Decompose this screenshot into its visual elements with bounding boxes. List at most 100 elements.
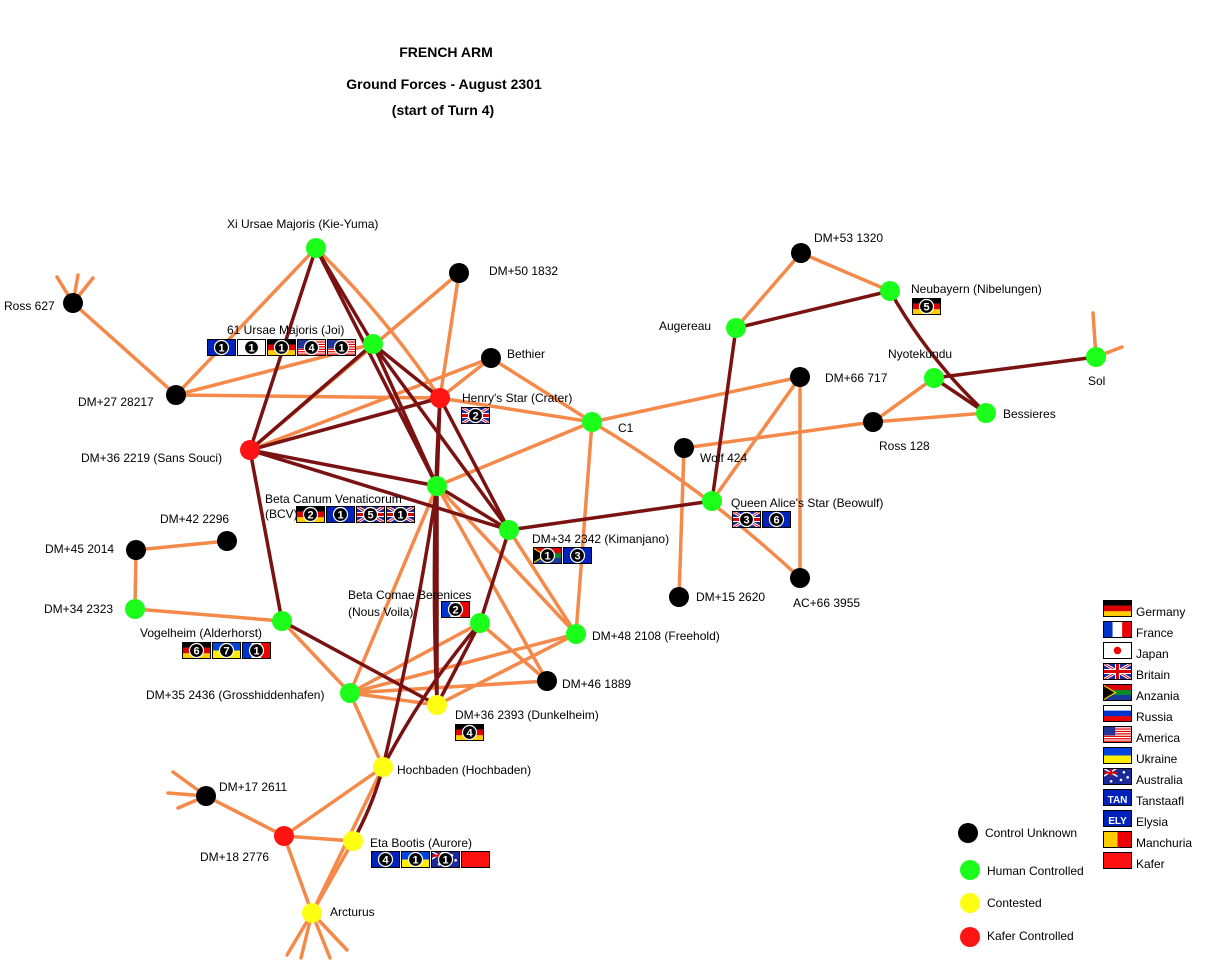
unit-counter[interactable]: 1 — [532, 547, 562, 564]
jump-route-dm34_2323-vogel — [133, 607, 284, 623]
system-node-aug[interactable] — [726, 318, 746, 338]
status-legend-row-kafer: Kafer Controlled — [960, 927, 1074, 947]
system-node-dm36_2219[interactable] — [240, 440, 260, 460]
legend-flag-elysia: ELY — [1103, 810, 1132, 827]
system-node-dm35[interactable] — [340, 683, 360, 703]
jump-route-ross128-bess — [871, 411, 988, 424]
system-node-vogel[interactable] — [272, 611, 292, 631]
legend-flag-kafer — [1103, 852, 1132, 869]
system-node-nyot[interactable] — [924, 368, 944, 388]
system-node-dm66[interactable] — [790, 367, 810, 387]
system-node-dm53[interactable] — [791, 243, 811, 263]
system-node-dm27[interactable] — [166, 385, 186, 405]
system-node-eta[interactable] — [343, 831, 363, 851]
unit-counter[interactable] — [461, 851, 490, 868]
unit-counter[interactable]: 1 — [430, 850, 460, 868]
system-node-dm34_2323[interactable] — [125, 599, 145, 619]
system-node-bess[interactable] — [976, 403, 996, 423]
unit-counter[interactable]: 5 — [355, 504, 386, 525]
unit-counter[interactable]: 1 — [267, 339, 296, 356]
unit-counter[interactable]: 1 — [242, 642, 271, 659]
legend-row-kafer: Kafer — [1103, 852, 1165, 871]
system-label-nyot: Nyotekundu — [888, 347, 952, 361]
unit-counter[interactable]: 1 — [207, 339, 236, 356]
system-node-dm50[interactable] — [449, 263, 469, 283]
jump-route-wolf-dm15 — [677, 446, 686, 599]
system-node-dm34_2342[interactable] — [499, 520, 519, 540]
unit-counter[interactable]: 3 — [563, 547, 592, 564]
system-label-arct: Arcturus — [330, 905, 375, 919]
unit-counter[interactable]: 1 — [237, 339, 266, 356]
system-node-bcv[interactable] — [427, 476, 447, 496]
system-node-c1[interactable] — [582, 412, 602, 432]
unit-counter[interactable]: 1 — [401, 851, 430, 868]
status-legend-row-unknown: Control Unknown — [958, 823, 1077, 843]
system-labels: Xi Ursae Majoris (Kie-Yuma)DM+50 1832Ros… — [4, 217, 1105, 919]
system-sublabel-bcv: (BCV) — [265, 507, 298, 521]
legend-flag-germany — [1103, 600, 1132, 617]
unit-counter[interactable]: 2 — [460, 405, 491, 426]
unit-counter[interactable]: 4 — [455, 724, 484, 741]
system-node-xi[interactable] — [306, 238, 326, 258]
unit-counter[interactable]: 5 — [912, 298, 941, 315]
unit-counter[interactable]: 6 — [182, 642, 211, 659]
legend-flag-britain — [1102, 661, 1133, 682]
system-node-dm17[interactable] — [196, 786, 216, 806]
legend-flag-anzania — [1102, 684, 1132, 701]
status-swatch-kafer — [960, 927, 980, 947]
system-label-ross128: Ross 128 — [879, 439, 930, 453]
unit-count: 1 — [442, 855, 448, 867]
legend-flag-france — [1103, 621, 1132, 638]
unit-counter[interactable]: 4 — [297, 339, 326, 356]
legend-flag-ukraine — [1103, 747, 1132, 764]
jump-route-dm50-henry — [438, 271, 461, 400]
system-node-neub[interactable] — [880, 281, 900, 301]
system-node-dm45[interactable] — [126, 540, 146, 560]
system-node-wolf[interactable] — [674, 438, 694, 458]
system-label-dm15: DM+15 2620 — [696, 590, 765, 604]
system-node-dm42[interactable] — [217, 531, 237, 551]
system-node-dm18[interactable] — [274, 826, 294, 846]
legend-row-russia: Russia — [1103, 705, 1173, 724]
system-node-arct[interactable] — [302, 903, 322, 923]
unit-count: 1 — [218, 343, 224, 355]
system-node-ac66[interactable] — [790, 568, 810, 588]
legend-flag-russia — [1103, 705, 1132, 722]
unit-count: 4 — [466, 728, 473, 740]
unit-counter[interactable]: 4 — [371, 851, 400, 868]
unit-counter[interactable]: 2 — [441, 601, 470, 618]
system-node-ross627[interactable] — [63, 293, 83, 313]
title-line-3: (start of Turn 4) — [392, 102, 494, 118]
system-node-sol[interactable] — [1086, 347, 1106, 367]
jump-route-henry-dm34_2342 — [438, 396, 511, 532]
unit-counter[interactable]: 7 — [212, 642, 241, 659]
unit-count: 1 — [397, 510, 403, 522]
system-node-henry[interactable] — [430, 388, 450, 408]
system-label-vogel: Vogelheim (Alderhorst) — [140, 626, 262, 640]
legend-flag-australia — [1102, 767, 1132, 785]
jump-route-eta-arct — [310, 839, 355, 915]
unit-counter[interactable]: 1 — [385, 504, 416, 525]
system-node-ross128[interactable] — [863, 412, 883, 432]
jump-route-bcv-dm48 — [435, 484, 578, 636]
system-node-dm15[interactable] — [669, 587, 689, 607]
unit-counter[interactable]: 6 — [762, 511, 791, 528]
system-label-bcv: Beta Canum Venaticorum — [265, 492, 402, 506]
unit-counter[interactable]: 2 — [296, 506, 325, 523]
system-node-u61[interactable] — [363, 334, 383, 354]
system-node-bcb[interactable] — [470, 613, 490, 633]
unit-count: 3 — [743, 515, 749, 527]
jump-route-bcv-hoch — [381, 484, 439, 769]
unit-counter[interactable]: 1 — [326, 506, 355, 523]
system-node-bethier[interactable] — [481, 348, 501, 368]
system-node-dm48[interactable] — [566, 624, 586, 644]
system-node-dm46[interactable] — [537, 671, 557, 691]
system-node-hoch[interactable] — [373, 757, 393, 777]
system-node-dm36_2393[interactable] — [427, 695, 447, 715]
system-label-bess: Bessieres — [1003, 407, 1056, 421]
unit-counter[interactable]: 3 — [731, 509, 762, 530]
system-node-qas[interactable] — [702, 491, 722, 511]
unit-counter[interactable]: 1 — [327, 339, 356, 356]
